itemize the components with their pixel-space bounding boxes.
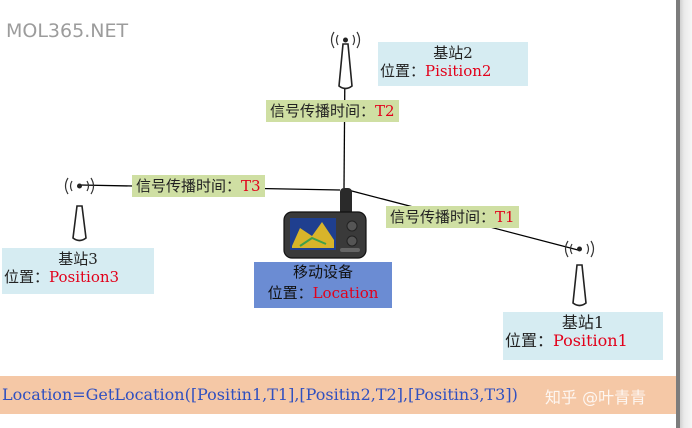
station1-position-label: 位置：	[505, 331, 554, 350]
station3-name: 基站3	[58, 250, 98, 268]
zhihu-watermark: 知乎 @叶青青	[545, 388, 647, 407]
station3-position-label: 位置：	[4, 268, 50, 286]
antenna-tower-icon-station3	[64, 177, 95, 242]
station1-name: 基站1	[561, 313, 605, 332]
signal-time-t3-label: 信号传播时间：	[136, 177, 242, 195]
signal-time-t2: 信号传播时间：T2	[266, 100, 399, 122]
signal-time-t1: 信号传播时间：T1	[386, 206, 519, 228]
station1-position-value: Position1	[553, 331, 628, 350]
formula-bar: Location=GetLocation([Positin1,T1],[Posi…	[0, 376, 676, 414]
device-info: 移动设备 位置：Location	[254, 262, 392, 308]
signal-time-t3: 信号传播时间：T3	[132, 175, 265, 197]
device-position: 位置：Location	[254, 283, 392, 304]
site-watermark: MOL365.NET	[6, 20, 129, 42]
station1-position: 位置：Position1	[503, 332, 663, 350]
station2-position-value: Pisition2	[425, 62, 492, 80]
antenna-tower-icon-station1	[564, 240, 595, 307]
station3-position-value: Position3	[49, 268, 120, 286]
signal-time-t1-label: 信号传播时间：	[390, 208, 496, 226]
signal-time-t2-value: T2	[375, 102, 395, 120]
station1-info: 基站1 位置：Position1	[503, 312, 663, 360]
station3-info: 基站3 位置：Position3	[2, 248, 154, 294]
page-edge-shadow	[676, 0, 692, 428]
antenna-tower-icon-station2	[330, 31, 361, 90]
station2-position-label: 位置：	[380, 62, 426, 80]
signal-time-t2-label: 信号传播时间：	[270, 102, 376, 120]
device-position-value: Location	[312, 284, 379, 302]
mobile-device-icon	[283, 188, 367, 259]
station3-position: 位置：Position3	[2, 268, 154, 286]
device-position-label: 位置：	[267, 284, 313, 302]
station2-position: 位置：Pisition2	[378, 62, 528, 80]
station2-info: 基站2 位置：Pisition2	[378, 42, 528, 86]
page-edge-border	[676, 0, 680, 428]
signal-time-t3-value: T3	[241, 177, 261, 195]
device-name: 移动设备	[292, 263, 353, 281]
signal-time-t1-value: T1	[495, 208, 515, 226]
station2-name: 基站2	[433, 44, 473, 62]
